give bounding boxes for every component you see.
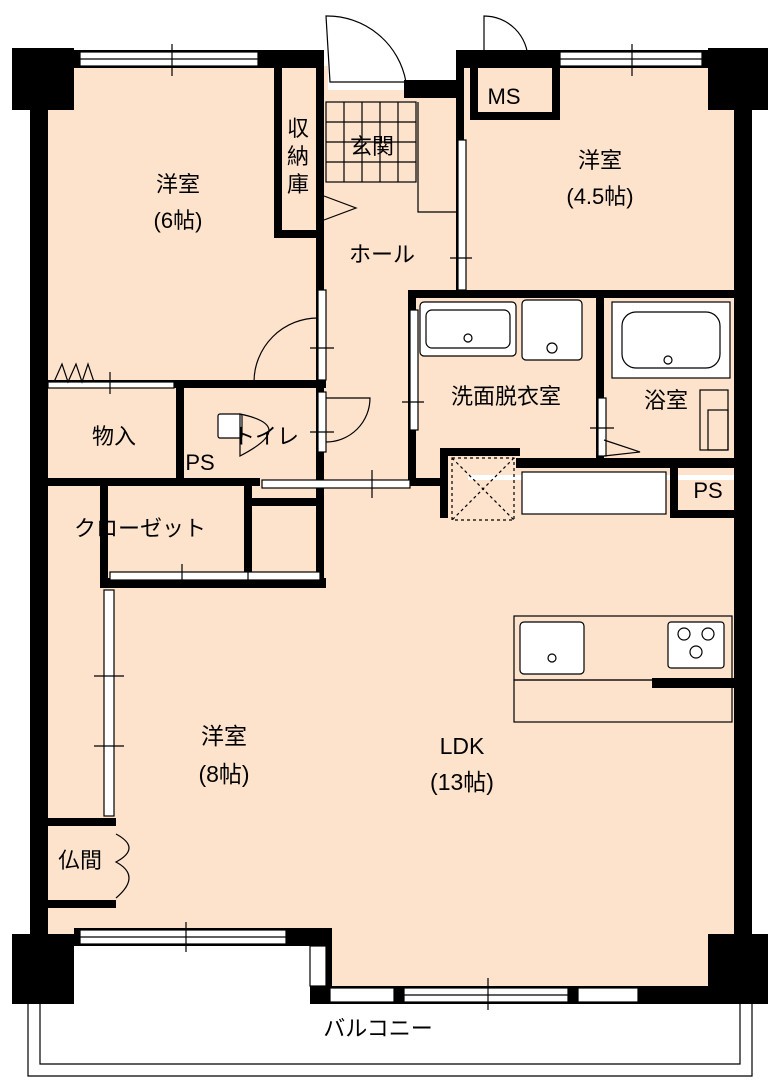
ms-left-wall bbox=[470, 66, 478, 118]
storage-char-1: 収 bbox=[287, 116, 309, 141]
balcony-label: バルコニー bbox=[323, 1016, 433, 1041]
corner-column-bl bbox=[12, 934, 74, 1004]
bath-divider-wall bbox=[596, 290, 604, 460]
west-wall bbox=[30, 100, 48, 940]
ps-top-wall bbox=[440, 448, 520, 456]
bathroom-label: 浴室 bbox=[644, 388, 688, 413]
room6-bottom-wall bbox=[46, 380, 326, 388]
nook-right-wall bbox=[316, 486, 324, 586]
butsuma-label: 仏間 bbox=[58, 848, 102, 873]
room45-name: 洋室 bbox=[578, 148, 622, 173]
butsuma-top-wall bbox=[46, 818, 116, 826]
corner-column-tr bbox=[708, 48, 768, 110]
windows bbox=[79, 44, 703, 1010]
washroom-label: 洗面脱衣室 bbox=[451, 384, 561, 409]
toilet-label: トイレ bbox=[233, 424, 299, 449]
closet-bottom-wall bbox=[100, 578, 326, 588]
ms-label: MS bbox=[488, 84, 521, 109]
fill-room-45 bbox=[460, 66, 738, 306]
storage-left-wall bbox=[274, 66, 282, 238]
ps-left-label: PS bbox=[185, 450, 214, 475]
nook-top-wall bbox=[252, 498, 324, 506]
ldk-name: LDK bbox=[440, 733, 485, 759]
room8-size: (8帖) bbox=[198, 761, 249, 787]
ps-right-box-bottom bbox=[670, 510, 738, 518]
toilet-west-wall bbox=[176, 380, 184, 480]
room6-name: 洋室 bbox=[156, 172, 200, 197]
fill-ldk bbox=[318, 480, 738, 990]
room-labels: 洋室 (6帖) 収 納 庫 玄関 ホール MS 洋室 (4.5帖) 洗面脱衣室 … bbox=[58, 84, 723, 1041]
bath-bottom-wall bbox=[516, 458, 738, 468]
east-wall bbox=[734, 100, 752, 940]
storage-bottom-wall bbox=[274, 230, 324, 238]
ps-right-box-wall bbox=[670, 458, 678, 518]
entrance-label: 玄関 bbox=[350, 134, 394, 159]
room6-size: (6帖) bbox=[154, 208, 203, 233]
ldk-size: (13帖) bbox=[430, 769, 494, 795]
corner-column-tl bbox=[12, 48, 74, 110]
closet-small-label: 物入 bbox=[92, 424, 136, 449]
storage-char-2: 納 bbox=[287, 144, 309, 169]
ms-right-wall bbox=[552, 66, 560, 120]
balcony bbox=[27, 996, 753, 1077]
doors bbox=[47, 15, 641, 899]
room8-name: 洋室 bbox=[201, 723, 247, 749]
closet-top-wall bbox=[46, 478, 260, 486]
closet-divider-wall bbox=[100, 478, 108, 588]
butsuma-bottom-wall bbox=[46, 900, 116, 908]
hall-label: ホール bbox=[349, 242, 415, 267]
hall-west-wall bbox=[316, 66, 324, 486]
ms-bottom-wall bbox=[470, 112, 560, 120]
ps-right-label: PS bbox=[693, 478, 722, 503]
wash-top-wall bbox=[408, 290, 738, 298]
entrance-tiles bbox=[325, 101, 456, 213]
north-wall-entry bbox=[404, 80, 464, 98]
storage-char-3: 庫 bbox=[287, 172, 309, 197]
closet-label: クローゼット bbox=[74, 516, 206, 541]
closet-right-wall bbox=[244, 478, 252, 588]
room45-size: (4.5帖) bbox=[566, 184, 633, 209]
wash-bottom-left-wall bbox=[408, 478, 448, 486]
fixtures bbox=[217, 299, 736, 723]
ps-left-wall bbox=[440, 448, 448, 518]
corner-column-br bbox=[708, 934, 768, 1004]
